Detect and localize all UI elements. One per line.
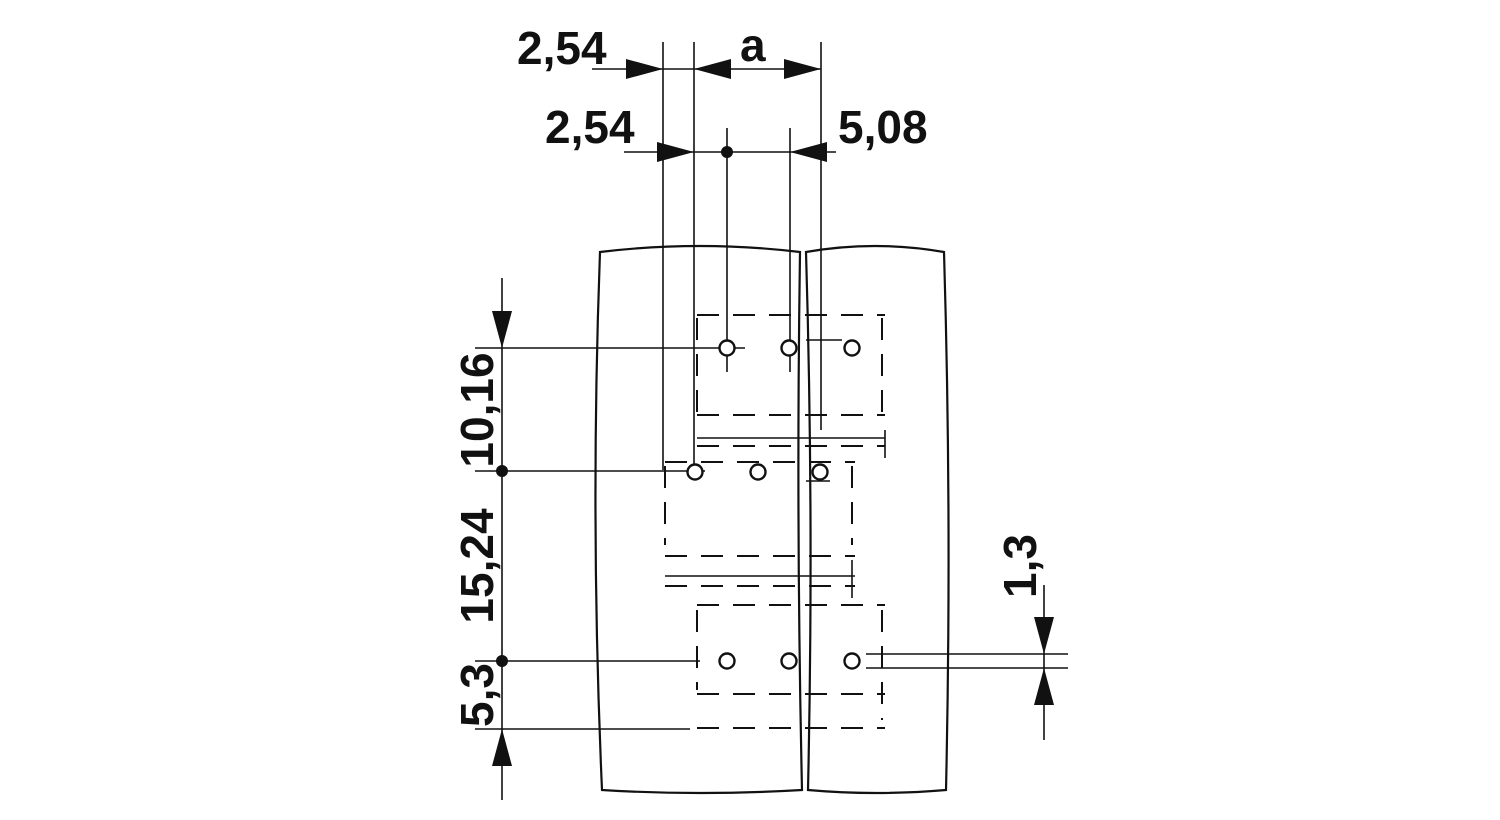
arrow bbox=[1034, 617, 1054, 654]
dim-label-mid-right: 5,08 bbox=[838, 101, 928, 153]
hole bbox=[749, 463, 767, 481]
left-dimension-chain: 10,16 15,24 5,3 bbox=[451, 278, 512, 800]
hole bbox=[843, 652, 861, 670]
hole bbox=[780, 339, 798, 357]
contact-holes bbox=[686, 339, 861, 670]
arrow bbox=[626, 59, 663, 79]
dim-label-hole-diameter: 1,3 bbox=[994, 534, 1046, 598]
hole bbox=[843, 339, 861, 357]
arrow bbox=[492, 311, 512, 348]
vertical-extension-lines bbox=[662, 42, 822, 470]
arrow bbox=[657, 142, 694, 162]
dim-label-v-lower: 5,3 bbox=[451, 663, 503, 727]
hole bbox=[780, 652, 798, 670]
housing-left bbox=[594, 244, 804, 795]
arrow bbox=[492, 729, 512, 766]
top-dimension-chain: 2,54 a bbox=[517, 19, 821, 79]
second-dimension-chain: 2,54 5,08 bbox=[545, 101, 928, 162]
hidden-contours bbox=[664, 314, 886, 729]
arrow bbox=[790, 142, 827, 162]
arrow bbox=[784, 59, 821, 79]
hole bbox=[686, 463, 704, 481]
hole-diameter-dimension: 1,3 bbox=[866, 534, 1068, 740]
arrow bbox=[1034, 668, 1054, 705]
dimension-dot bbox=[496, 465, 508, 477]
dimension-dot bbox=[496, 655, 508, 667]
hole bbox=[718, 339, 736, 357]
hole bbox=[811, 463, 829, 481]
horizontal-extension-lines bbox=[475, 339, 842, 730]
dim-label-v-upper: 10,16 bbox=[451, 352, 503, 467]
dim-label-top-pitch: 2,54 bbox=[517, 22, 607, 74]
dim-label-v-middle: 15,24 bbox=[451, 508, 503, 624]
dim-label-mid-pitch: 2,54 bbox=[545, 101, 635, 153]
dimension-dot bbox=[721, 146, 733, 158]
housing-right bbox=[804, 244, 950, 795]
hole bbox=[718, 652, 736, 670]
dim-label-a: a bbox=[740, 19, 766, 71]
arrow bbox=[694, 59, 731, 79]
housing-outline bbox=[594, 244, 950, 795]
